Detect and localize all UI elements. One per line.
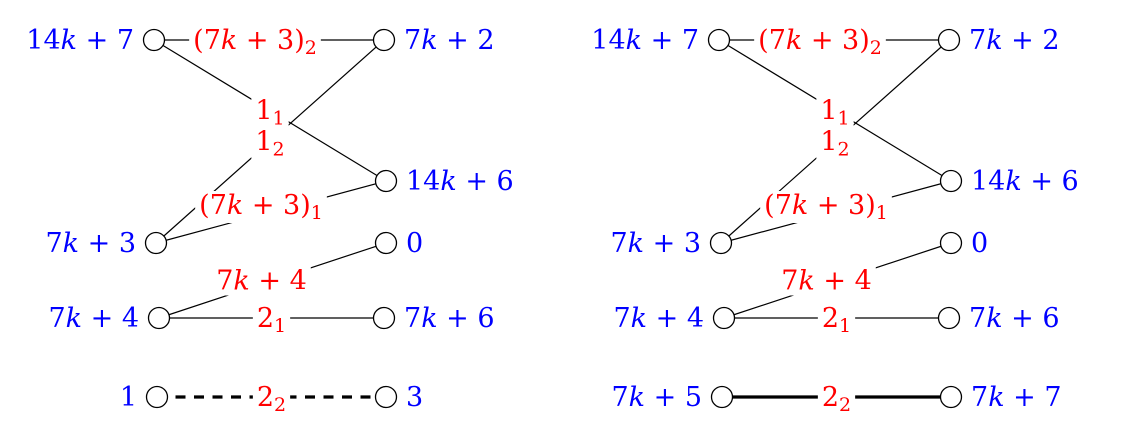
edge-label: (7k + 3)1 <box>199 190 323 224</box>
edge-label: 21 <box>822 303 851 337</box>
vertex-node <box>939 169 963 193</box>
vertex-label: 7k + 3 <box>45 228 136 259</box>
edge-label-gap <box>251 96 289 129</box>
vertex-labels-layer: 14k + 7 7k + 2 14k + 6 7k + 3 0 7k + 4 7k + 6 1… <box>26 25 513 413</box>
vertex-node <box>142 28 166 52</box>
edge-label: 22 <box>822 382 851 416</box>
vertex-node <box>145 385 169 409</box>
edge-label: 12 <box>255 127 284 161</box>
vertex-node <box>939 231 963 255</box>
edge-label-gap <box>189 26 321 58</box>
edge-label-gap <box>760 191 892 223</box>
vertex-node <box>939 385 963 409</box>
edge-label-gap <box>817 383 856 415</box>
vertex-label: 14k + 7 <box>26 25 134 56</box>
vertex-node <box>937 28 961 52</box>
vertex-node <box>374 385 398 409</box>
edge-label-gap <box>252 383 291 415</box>
edge-label-gap <box>212 266 311 296</box>
vertex-label: 14k + 6 <box>971 166 1079 197</box>
vertex-label: 14k + 6 <box>406 166 514 197</box>
edge-label-gap <box>816 127 854 160</box>
vertex-labels-layer: 14k + 7 7k + 2 14k + 6 7k + 3 0 7k + 4 7k + 6 7… <box>591 25 1078 413</box>
vertex-label: 7k + 3 <box>610 228 701 259</box>
edge-label-gap <box>195 191 327 223</box>
vertex-label: 7k + 5 <box>611 382 702 413</box>
edge-label-gap <box>754 26 886 58</box>
edge-label: 7k + 4 <box>781 266 872 297</box>
vertex-label: 14k + 7 <box>591 25 699 56</box>
nodes-layer <box>707 28 963 409</box>
edge-label: (7k + 3)2 <box>193 25 317 59</box>
edge-label: 21 <box>257 303 286 337</box>
vertex-node <box>147 306 171 330</box>
vertex-node <box>374 231 398 255</box>
vertex-label: 0 <box>971 228 988 259</box>
vertex-label: 7k + 7 <box>971 382 1062 413</box>
vertex-node <box>144 231 168 255</box>
vertex-label: 7k + 2 <box>969 25 1060 56</box>
vertex-node <box>937 306 961 330</box>
vertex-node <box>374 169 398 193</box>
vertex-label: 7k + 2 <box>404 25 495 56</box>
vertex-label: 7k + 6 <box>969 303 1060 334</box>
vertex-label: 7k + 4 <box>48 303 139 334</box>
vertex-node <box>372 28 396 52</box>
vertex-node <box>710 385 734 409</box>
vertex-node <box>707 28 731 52</box>
nodes-layer <box>142 28 398 409</box>
vertex-label: 1 <box>120 382 137 413</box>
edge-label: (7k + 3)2 <box>758 25 882 59</box>
edge-label: 7k + 4 <box>216 266 307 297</box>
vertex-label: 7k + 4 <box>613 303 704 334</box>
vertex-node <box>372 306 396 330</box>
edge-label: 11 <box>255 96 284 130</box>
edge-label: (7k + 3)1 <box>764 190 888 224</box>
edge-label: 11 <box>820 96 849 130</box>
edge-label-gap <box>777 266 876 296</box>
vertex-label: 0 <box>406 228 423 259</box>
vertex-label: 7k + 6 <box>404 303 495 334</box>
edge-label: 22 <box>257 382 286 416</box>
edge-label-gap <box>252 304 291 336</box>
vertex-label: 3 <box>406 382 423 413</box>
edge-label: 12 <box>820 127 849 161</box>
edge-label-gap <box>251 127 289 160</box>
vertex-node <box>712 306 736 330</box>
edge-label-gap <box>817 304 856 336</box>
vertex-node <box>709 231 733 255</box>
edge-label-gap <box>816 96 854 129</box>
